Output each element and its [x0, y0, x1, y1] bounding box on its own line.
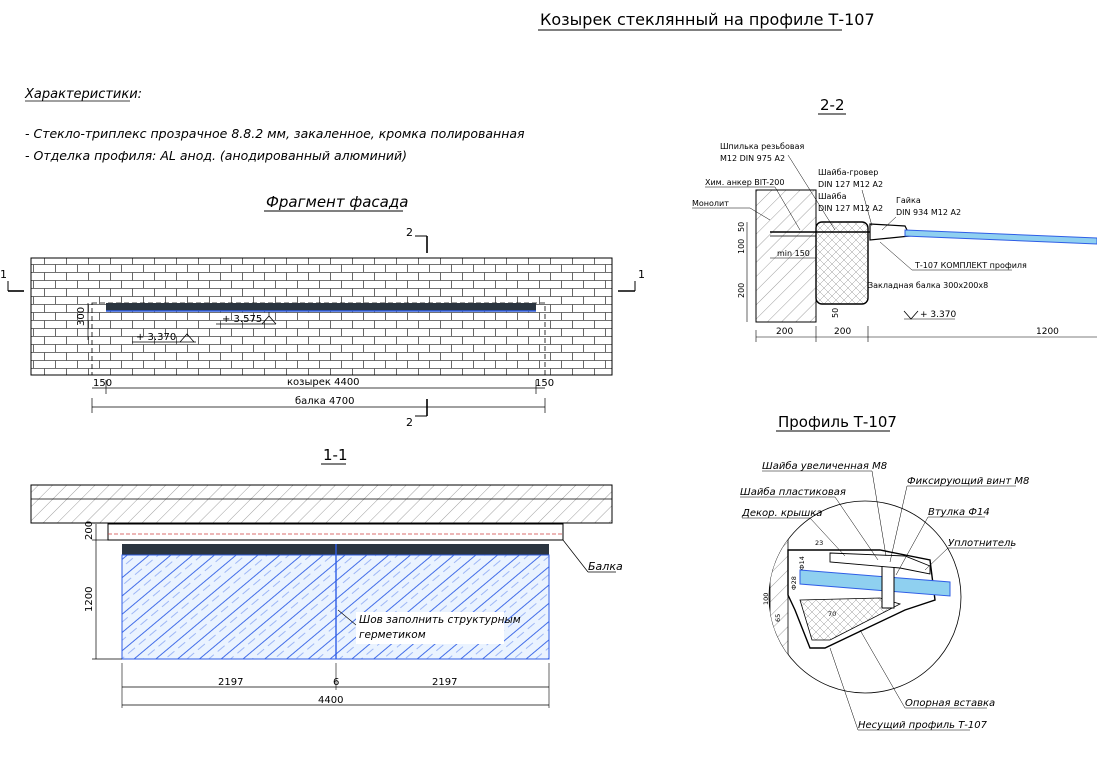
facade-fragment: Фрагмент фасада 1 1 2 2 — [0, 193, 645, 429]
label-washer: Шайба — [818, 192, 847, 201]
section-1-1: 1-1 Балка Шов заполнить структурным герм… — [30, 446, 623, 708]
dim-left-2197: 2197 — [218, 677, 243, 688]
wall-section — [30, 484, 613, 524]
glass-small — [904, 229, 1097, 245]
label-nut: Гайка — [896, 196, 921, 205]
sheet-header: Козырек стеклянный на профиле Т-107 — [538, 10, 875, 31]
characteristic-finish: - Отделка профиля: AL анод. (анодированн… — [25, 148, 407, 163]
dim-glass-height: 1200 — [84, 587, 95, 612]
characteristic-glass: - Стекло-триплекс прозрачное 8.8.2 мм, з… — [25, 126, 525, 141]
label-stud: Шпилька резьбовая — [720, 142, 805, 151]
label-washer-groove-spec: DIN 127 M12 A2 — [818, 180, 883, 189]
facade-dim-left: 150 — [93, 378, 112, 389]
label-washer-large: Шайба увеличенная М8 — [762, 460, 887, 472]
monolith-wall — [755, 189, 817, 323]
label-carrier-profile: Несущий профиль Т-107 — [858, 720, 988, 731]
label-beam: Балка — [588, 560, 623, 573]
support-insert-shape — [799, 597, 902, 641]
detail-circle — [768, 500, 962, 694]
label-monolith: Монолит — [692, 199, 729, 208]
dim-200-vertical: 200 — [737, 283, 746, 298]
level-mark-top: + 3.575 — [216, 312, 277, 325]
label-fix-screw: Фиксирующий винт М8 — [907, 476, 1029, 487]
svg-text:+ 3.575: + 3.575 — [222, 314, 262, 325]
dim-23: 23 — [815, 539, 823, 547]
label-washer-plastic: Шайба пластиковая — [740, 486, 846, 498]
section-2-2-title: 2-2 — [820, 96, 845, 114]
level-mark-2-2: + 3.370 — [903, 310, 956, 320]
label-support-insert: Опорная вставка — [905, 698, 995, 709]
dim-200-b: 200 — [834, 327, 851, 337]
facade-title: Фрагмент фасада — [266, 193, 408, 211]
section-mark-1-left: 1 — [0, 268, 24, 292]
facade-height-dim: 300 — [76, 307, 87, 326]
label-seal: Уплотнитель — [948, 538, 1016, 549]
seam-note-line1: Шов заполнить структурным — [359, 614, 521, 626]
dim-total-4400: 4400 — [318, 695, 343, 706]
label-cover: Декор. крышка — [741, 508, 822, 519]
section-mark-2-top: 2 — [406, 226, 428, 253]
embedded-beam — [815, 221, 869, 305]
dim-gap-6: 6 — [333, 677, 339, 688]
beam-1-1 — [107, 523, 564, 541]
label-bushing: Втулка Ф14 — [928, 507, 990, 518]
facade-dim-right: 150 — [535, 378, 554, 389]
label-washer-groove: Шайба-гровер — [818, 168, 878, 177]
label-washer-spec: DIN 127 M12 A2 — [818, 204, 883, 213]
t107-profile-small — [869, 223, 911, 241]
section-1-1-title: 1-1 — [323, 446, 348, 464]
label-profile-set: Т-107 КОМПЛЕКТ профиля — [914, 261, 1027, 270]
svg-text:2: 2 — [406, 226, 413, 239]
svg-text:2: 2 — [406, 416, 413, 429]
canopy-plan-bar — [106, 303, 536, 311]
dim-d14: Ф14 — [798, 556, 806, 570]
glass-detail — [799, 569, 951, 597]
level-mark-bottom: + 3.370 — [132, 332, 196, 343]
dim-detail-100: 100 — [762, 593, 770, 605]
label-embedded-beam: Закладная балка 300х200х8 — [868, 281, 988, 290]
label-anchor: Хим. анкер BIT-200 — [705, 178, 784, 187]
section-2-2: 2-2 Шпилька резьбовая M12 DIN 975 A2 Шай… — [692, 96, 1097, 342]
dim-50-bottom: 50 — [831, 308, 840, 318]
label-stud-spec: M12 DIN 975 A2 — [720, 154, 785, 163]
dim-right-2197: 2197 — [432, 677, 457, 688]
dim-100: 100 — [737, 239, 746, 254]
characteristics-heading: Характеристики: — [24, 87, 142, 102]
dim-70: 70 — [828, 610, 836, 618]
svg-text:1: 1 — [0, 268, 7, 281]
facade-dim-beam: балка 4700 — [295, 396, 354, 407]
dim-200-a: 200 — [776, 327, 793, 337]
svg-text:+ 3.370: + 3.370 — [920, 310, 956, 320]
brick-wall — [30, 257, 613, 376]
dim-50: 50 — [737, 222, 746, 232]
facade-dim-canopy: козырек 4400 — [287, 377, 360, 388]
dim-65: 65 — [774, 614, 782, 622]
label-nut-spec: DIN 934 M12 A2 — [896, 208, 961, 217]
dim-1200: 1200 — [1036, 327, 1059, 337]
section-mark-2-bottom: 2 — [406, 399, 428, 429]
dim-min150: min 150 — [777, 249, 810, 258]
section-mark-1-right: 1 — [618, 268, 645, 292]
dim-beam-height: 200 — [84, 521, 95, 540]
dim-d28: Ф28 — [790, 576, 798, 590]
svg-text:1: 1 — [638, 268, 645, 281]
seam-note-line2: герметиком — [359, 629, 426, 641]
characteristics-block: Характеристики: - Стекло-триплекс прозра… — [24, 87, 525, 163]
profile-t107-detail: Профиль Т-107 Шайба увеличенная М8 Шайба… — [740, 413, 1029, 731]
profile-title: Профиль Т-107 — [778, 413, 897, 431]
svg-text:+ 3.370: + 3.370 — [136, 332, 176, 343]
sheet-title: Козырек стеклянный на профиле Т-107 — [540, 10, 875, 29]
